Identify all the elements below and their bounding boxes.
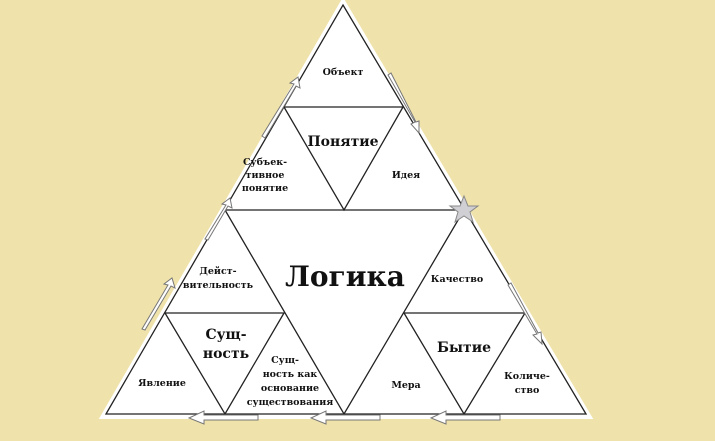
actuality-label: вительность xyxy=(183,280,254,291)
measure-label: Мера xyxy=(391,380,420,391)
essence-ground-label: ность как xyxy=(263,369,318,380)
essence-label: Сущ- xyxy=(205,327,246,343)
actuality-label: Дейст- xyxy=(199,266,236,277)
quality-label: Качество xyxy=(431,274,483,285)
idea-label: Идея xyxy=(392,170,420,181)
essence-ground-label: основание xyxy=(261,383,319,394)
arrow-icon xyxy=(387,72,543,346)
essence-ground-label: Сущ- xyxy=(271,355,299,366)
concept-triangle xyxy=(282,106,405,212)
subjective-concept-label: понятие xyxy=(242,183,288,194)
logic-title: Логика xyxy=(285,260,405,293)
quantity-label: Количе- xyxy=(504,371,550,382)
object-label: Объект xyxy=(323,67,364,78)
essence-triangle xyxy=(163,312,286,416)
essence-label: ность xyxy=(203,346,249,362)
subjective-concept-label: Субъек- xyxy=(243,157,287,168)
subjective-concept-label: тивное xyxy=(246,170,285,181)
appearance-label: Явление xyxy=(138,378,186,389)
essence-ground-label: существования xyxy=(247,397,334,408)
concept-label: Понятие xyxy=(307,134,378,150)
being-triangle xyxy=(402,312,527,416)
star-icon xyxy=(448,194,480,224)
quantity-label: ство xyxy=(515,385,540,396)
arrow-icon xyxy=(141,76,301,331)
arrow-icon xyxy=(187,410,501,425)
being-label: Бытие xyxy=(437,340,491,356)
